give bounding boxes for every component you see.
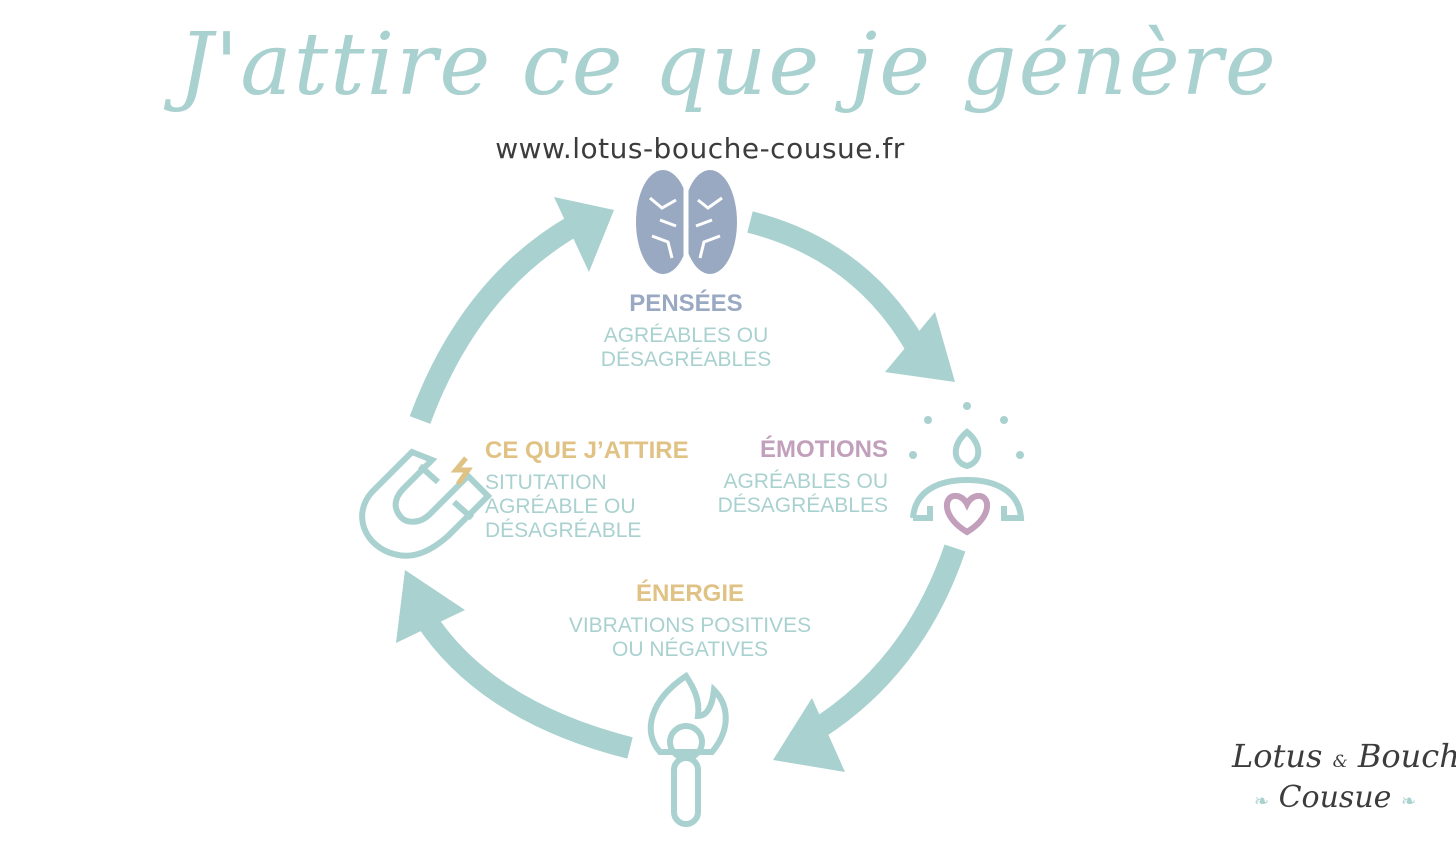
arrow-head-to-attraction [396,570,465,643]
arrow-head-to-emotions [885,312,955,382]
arrow-attraction-to-thoughts [409,215,581,424]
attire-line-3: DÉSAGRÉABLE [485,519,642,542]
pensees-line-2: DÉSAGRÉABLES [600,348,772,371]
person-heart-icon [909,402,1025,536]
attire-title: CE QUE J’ATTIRE [485,437,689,464]
emotions-line-2: DÉSAGRÉABLES [717,494,888,517]
node-pensees: PENSÉES AGRÉABLES OU DÉSAGRÉABLES [566,292,806,372]
arrow-thoughts-to-emotions [747,211,925,351]
brain-icon [636,170,737,274]
node-attire: CE QUE J’ATTIRE SITUTATION AGRÉABLE OU D… [485,439,725,543]
pensees-title: PENSÉES [629,290,743,317]
arrow-energy-to-attraction [410,604,633,759]
emotions-title: ÉMOTIONS [759,436,888,463]
attire-line-1: SITUTATION [485,471,607,494]
energie-line-2: OU NÉGATIVES [612,638,768,661]
attire-line-2: AGRÉABLE OU [485,495,636,518]
node-emotions: ÉMOTIONS AGRÉABLES OU DÉSAGRÉABLES [680,438,888,518]
node-energie: ÉNERGIE VIBRATIONS POSITIVES OU NÉGATIVE… [540,582,840,662]
logo-word-lotus: Lotus [1232,737,1323,775]
energie-line-1: VIBRATIONS POSITIVES [568,614,812,637]
match-flame-icon [647,671,729,827]
logo-word-bouche: Bouche [1357,737,1456,775]
page-title: J'attire ce que je génère [178,15,1278,115]
website-url: www.lotus-bouche-cousue.fr [495,132,905,165]
arrow-head-to-energy [773,698,845,772]
leaf-right-icon: ❧ [1400,791,1417,812]
energie-title: ÉNERGIE [635,580,745,607]
logo-ampersand: & [1332,752,1348,772]
arrow-head-to-thoughts [554,197,614,272]
magnet-icon [359,448,493,559]
logo-word-cousue: Cousue [1278,780,1392,815]
brand-logo: Lotus & Bouche ❧ Cousue ❧ [1232,737,1456,826]
emotions-line-1: AGRÉABLES OU [723,470,888,493]
pensees-line-1: AGRÉABLES OU [603,324,769,347]
cycle-arrows [396,197,966,772]
leaf-left-icon: ❧ [1253,791,1270,812]
